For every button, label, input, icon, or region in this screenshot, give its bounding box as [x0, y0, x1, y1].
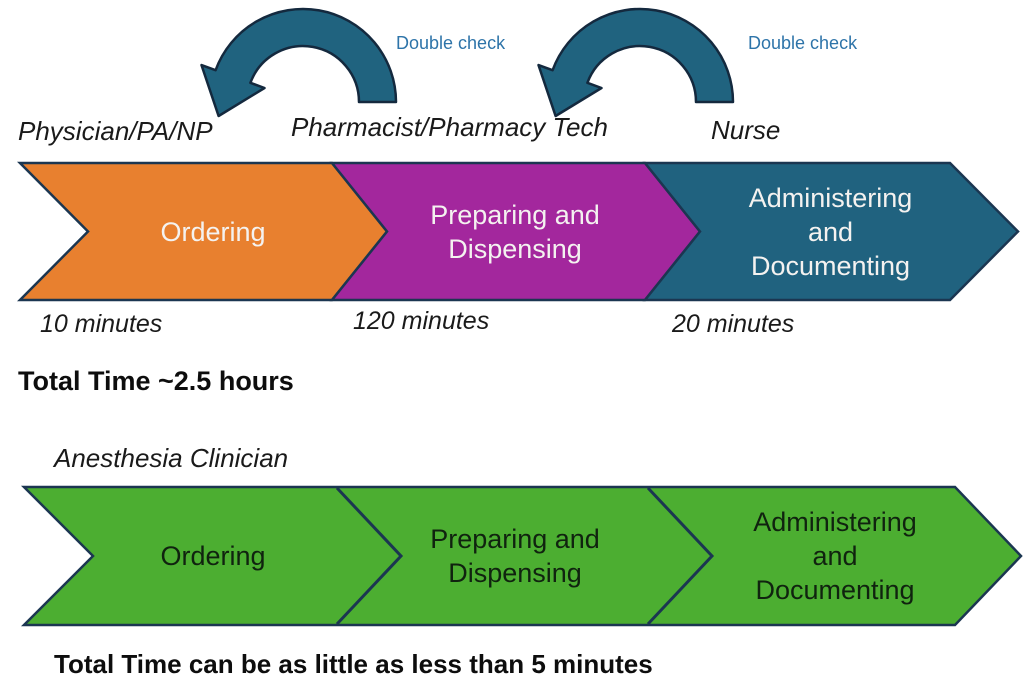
role-label-pharmacist: Pharmacist/Pharmacy Tech [291, 112, 608, 142]
step-label-line: and [807, 216, 854, 247]
step-label-line: Administering [753, 506, 917, 537]
step-label-line: Ordering [160, 216, 266, 247]
anesthesia-step-label-administering: Administering and Documenting [705, 487, 965, 625]
anesthesia-bar-shape [20, 485, 1023, 627]
anesthesia-total-time: Total Time can be as little as less than… [54, 649, 653, 679]
step-label-line: Administering [748, 182, 913, 213]
double-check-arrow-icon [200, 7, 398, 118]
duration-preparing: 120 minutes [353, 307, 490, 335]
anesthesia-separator-chevron [335, 486, 404, 626]
step-label-line: Documenting [750, 251, 911, 281]
standard-total-time: Total Time ~2.5 hours [18, 366, 294, 396]
duration-ordering: 10 minutes [40, 310, 163, 338]
step-label-ordering: Ordering [88, 163, 338, 301]
step-label-line: Dispensing [448, 558, 582, 588]
role-label-anesthesia-clinician: Anesthesia Clinician [54, 443, 289, 473]
anesthesia-separator-chevron [646, 486, 715, 626]
step-label-line: and [812, 540, 858, 571]
double-check-label-1: Double check [396, 33, 506, 53]
step-label-line: Dispensing [448, 234, 582, 264]
role-label-physician: Physician/PA/NP [18, 116, 213, 146]
duration-administering: 20 minutes [672, 310, 795, 338]
step-label-line: Preparing and [430, 523, 600, 554]
step-label-preparing: Preparing and Dispensing [390, 163, 640, 301]
step-label-administering: Administering and Documenting [703, 163, 958, 301]
step-label-line: Documenting [755, 575, 915, 605]
step-shape-administering [642, 161, 1020, 302]
double-check-arrow-icon [537, 7, 735, 118]
role-label-nurse: Nurse [711, 115, 781, 145]
anesthesia-step-label-ordering: Ordering [88, 487, 338, 625]
step-label-line: Preparing and [430, 199, 600, 230]
double-check-label-2: Double check [748, 33, 858, 53]
anesthesia-step-label-preparing: Preparing and Dispensing [390, 487, 640, 625]
step-label-line: Ordering [160, 540, 266, 571]
